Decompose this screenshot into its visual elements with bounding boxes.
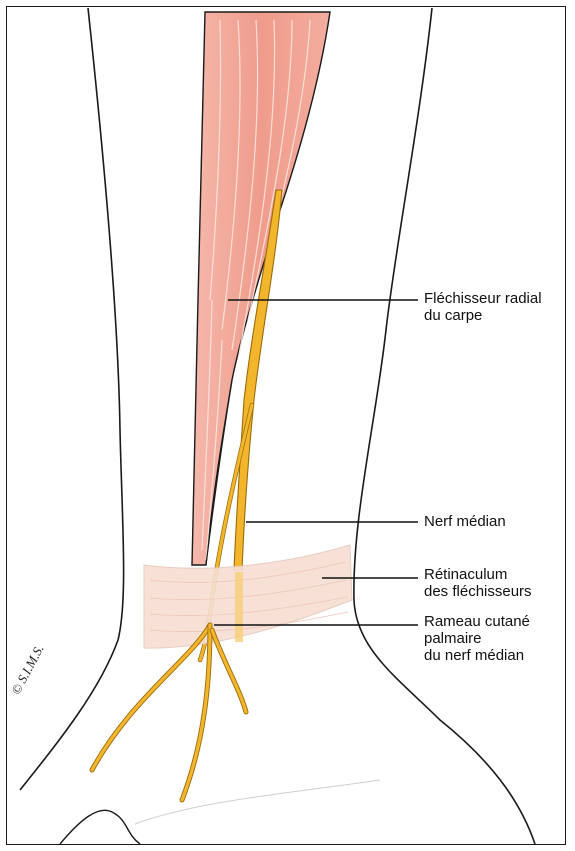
hand-base-contour	[60, 810, 140, 844]
median-nerve-under-retinaculum	[235, 572, 243, 642]
label-median-nerve-line-1: Nerf médian	[424, 513, 506, 530]
label-palmar-line-3: du nerf médian	[424, 647, 530, 664]
label-palmar-cutaneous-branch: Rameau cutané palmaire du nerf médian	[424, 613, 530, 664]
forearm-left-contour	[20, 8, 124, 790]
label-palmar-line-2: palmaire	[424, 630, 530, 647]
label-retinaculum-line-1: Rétinaculum	[424, 566, 532, 583]
label-median-nerve: Nerf médian	[424, 513, 506, 530]
label-retinaculum-line-2: des fléchisseurs	[424, 583, 532, 600]
label-flexor-carpi-radialis: Fléchisseur radial du carpe	[424, 290, 542, 324]
distal-nerve-branches	[92, 625, 246, 800]
label-fcr-line-1: Fléchisseur radial	[424, 290, 542, 307]
forearm-right-contour	[354, 8, 535, 844]
label-flexor-retinaculum: Rétinaculum des fléchisseurs	[424, 566, 532, 600]
label-palmar-line-1: Rameau cutané	[424, 613, 530, 630]
label-fcr-line-2: du carpe	[424, 307, 542, 324]
thenar-crease	[135, 780, 380, 824]
